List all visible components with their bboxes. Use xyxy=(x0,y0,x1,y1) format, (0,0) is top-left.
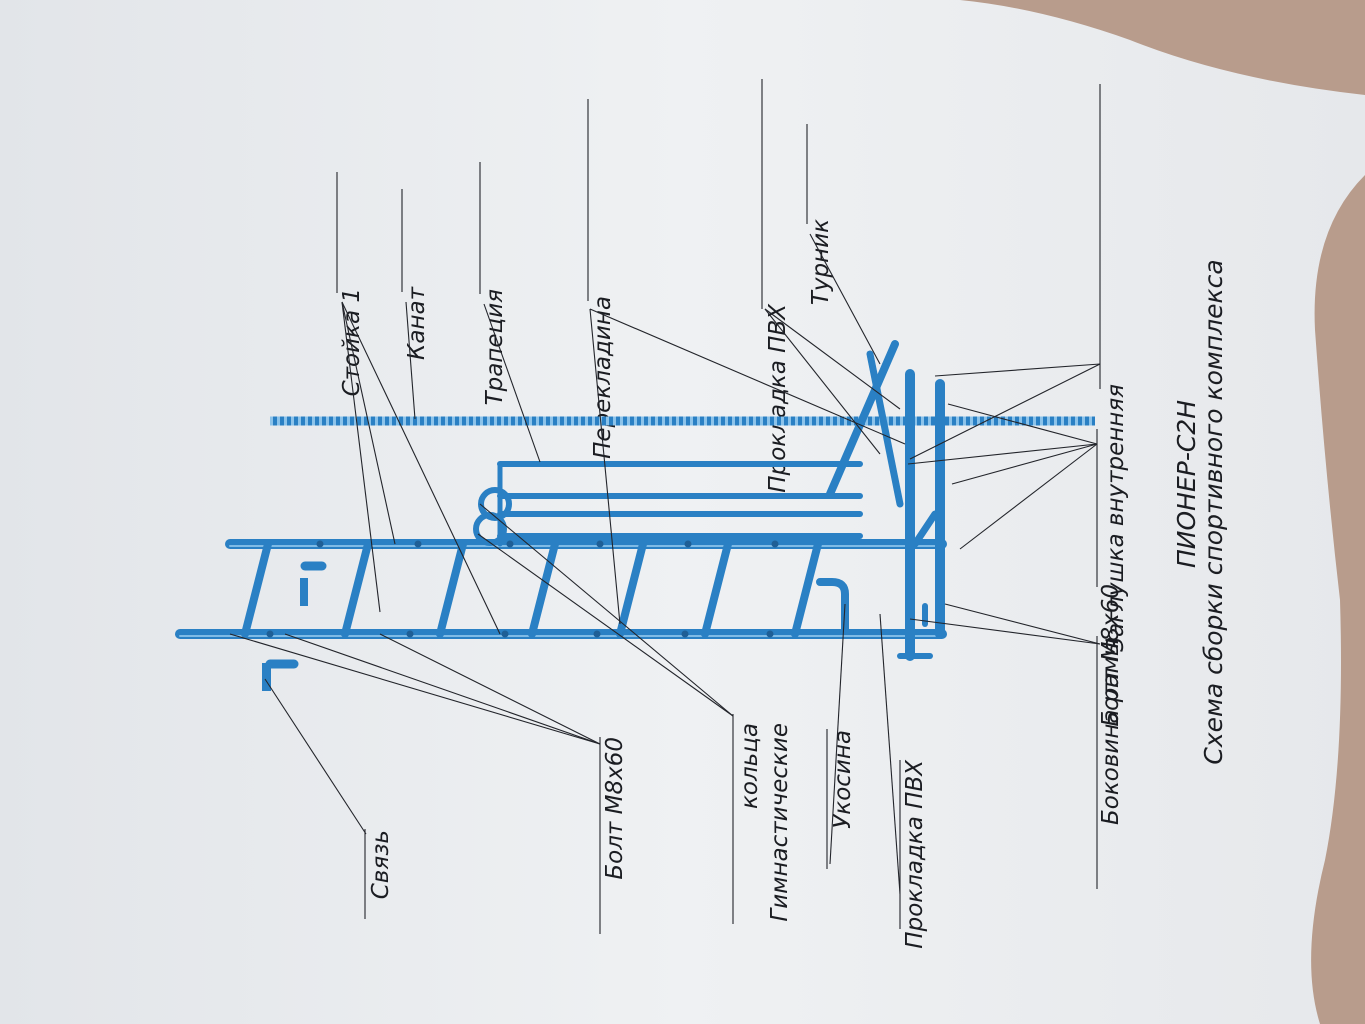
label-trapeciya: Трапеция xyxy=(479,162,508,406)
svg-text:кольца: кольца xyxy=(737,723,763,809)
label-perekladina: Перекладина xyxy=(587,99,616,459)
bolt-dots xyxy=(266,540,779,638)
svyaz-brackets xyxy=(262,561,327,691)
svg-text:Боковина рамы: Боковина рамы xyxy=(1098,638,1124,825)
frame-drawing xyxy=(175,340,1095,691)
ukosina-brace xyxy=(816,578,849,633)
stoyka-rails xyxy=(175,539,947,639)
ladder-rungs xyxy=(241,540,822,638)
svg-text:Болт М8х60: Болт М8х60 xyxy=(1098,584,1124,727)
label-bolt-bottom: Болт М8х60 xyxy=(599,737,628,934)
label-turnik: Турник xyxy=(806,124,834,305)
label-kanat: Канат xyxy=(401,189,430,360)
svg-text:Гимнастические: Гимнастические xyxy=(767,723,793,922)
svg-text:Прокладка ПВХ: Прокладка ПВХ xyxy=(902,759,928,949)
svg-text:Заглушка внутренняя: Заглушка внутренняя xyxy=(1103,384,1129,652)
label-prokladka-right: Прокладка ПВХ xyxy=(899,759,928,949)
label-kolca: Гимнастические кольца xyxy=(732,714,793,924)
diagram-title: Схема сборки спортивного комплекса xyxy=(1199,259,1228,764)
turnik-bar xyxy=(826,340,939,548)
svg-text:Канат: Канат xyxy=(404,286,430,360)
leader-lines xyxy=(229,233,1101,895)
label-stoyka: Стойка 1 xyxy=(336,172,365,396)
label-bokovina: Боковина рамы xyxy=(1096,636,1124,889)
label-svyaz: Связь xyxy=(364,829,394,919)
label-bolt-top: Болт М8х60 xyxy=(1096,429,1124,727)
label-zaglushka: Заглушка внутренняя xyxy=(1099,84,1129,652)
svg-text:Укосина: Укосина xyxy=(830,730,856,829)
label-prokladka-left: Прокладка ПВХ xyxy=(761,79,791,493)
diagram-subtitle: ПИОНЕР-С2Н xyxy=(1172,400,1201,568)
svg-text:Трапеция: Трапеция xyxy=(482,289,508,406)
svg-text:Болт М8х60: Болт М8х60 xyxy=(602,737,628,880)
trapeze xyxy=(497,461,863,547)
svg-text:Связь: Связь xyxy=(368,830,394,899)
svg-text:Перекладина: Перекладина xyxy=(590,296,616,459)
svg-text:Турник: Турник xyxy=(808,219,834,305)
